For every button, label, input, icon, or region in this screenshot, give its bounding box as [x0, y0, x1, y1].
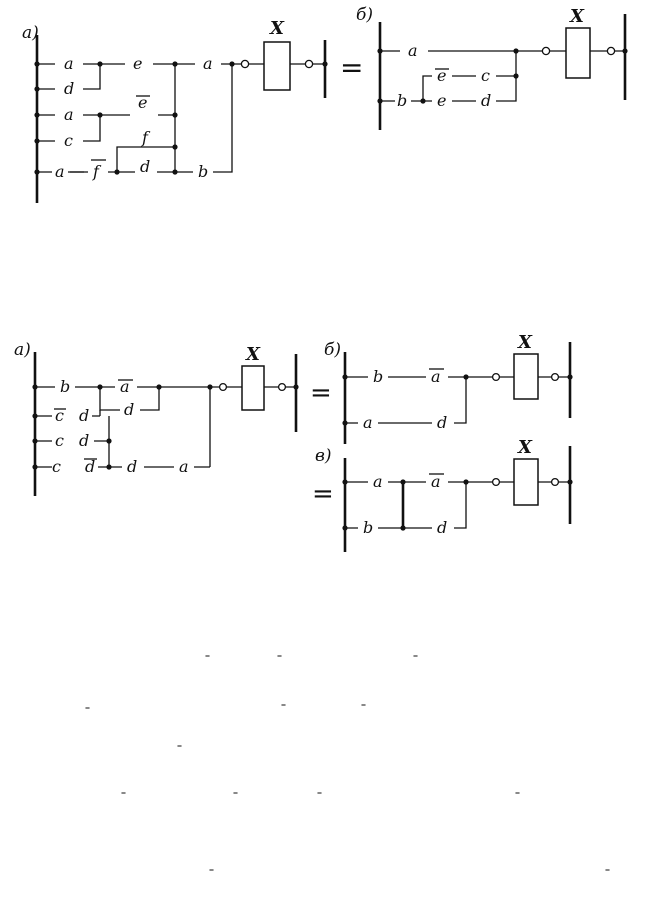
fig2c-equals: = [312, 479, 334, 509]
fig1a-contact-d: d [64, 79, 74, 98]
fig2a-contact-c3: c [52, 457, 61, 476]
overbar-2: ¯ [276, 654, 283, 670]
fig1a-f-wire [116, 146, 175, 172]
fig1a-contact-b: b [198, 162, 208, 181]
fig2-panel-a-tag: а) [14, 340, 31, 360]
overbar-10: ¯ [316, 791, 323, 807]
fig2c-contact-not-a: a [431, 472, 441, 491]
fig2-panel-c: в) = a a b d X [312, 437, 573, 552]
fig2-panel-c-tag: в) [315, 446, 332, 466]
fig1-panel-a: а) a e a d a e c f a f [22, 18, 328, 203]
fig2a-contact-d4: d [127, 457, 137, 476]
fig1b-output-label: X [569, 6, 585, 27]
fig2c-relay-coil [513, 458, 539, 506]
fig2a-output-label: X [245, 344, 261, 365]
fig1-panel-a-tag: а) [22, 23, 39, 43]
fig2-panel-b-tag: б) [324, 340, 341, 360]
fig2a-contact-a: a [179, 457, 189, 476]
fig1a-contact-a4: a [55, 162, 65, 181]
fig2b-output-label: X [517, 332, 533, 353]
fig2-panel-b: б) b a a d X [324, 332, 573, 444]
fig1b-contact-d: d [481, 91, 491, 110]
fig2b-contact-not-a: a [431, 367, 441, 386]
fig1a-contact-a3: a [64, 105, 74, 124]
fig2a-contact-not-a: a [120, 377, 130, 396]
fig1a-contact-a2: a [203, 54, 213, 73]
overbar-3: ¯ [412, 654, 419, 670]
overbar-8: ¯ [120, 791, 127, 807]
fig2a-contact-d1: d [124, 400, 134, 419]
fig2c-contact-d: d [437, 518, 447, 537]
fig1a-contact-a1: a [64, 54, 74, 73]
fig1a-contact-not-e: e [138, 93, 147, 112]
fig2a-contact-not-d: d [85, 457, 95, 476]
fig1-panel-b: б) a e c b e d X [356, 5, 628, 130]
fig1a-output-label: X [269, 18, 285, 39]
fig2c-contact-b: b [363, 518, 373, 537]
overbar-5: ¯ [280, 703, 287, 719]
overbar-12: ¯ [208, 868, 215, 884]
fig2a-relay-coil [241, 365, 265, 411]
fig1a-contact-d2: d [140, 157, 150, 176]
fig2a-contact-b: b [60, 377, 70, 396]
fig2b-relay-coil [513, 353, 539, 400]
fig2-panel-a: а) b a d c d c d c d d a [14, 340, 299, 496]
fig2a-contact-c2: c [55, 431, 64, 450]
fig1-panel-b-tag: б) [356, 5, 373, 25]
fig1-equals: = [340, 51, 363, 84]
overbar-13: ¯ [604, 868, 611, 884]
fig1a-contact-c: c [64, 131, 73, 150]
overbar-6: ¯ [360, 703, 367, 719]
fig1b-contact-b: b [397, 91, 407, 110]
fig2a-contact-d2: d [79, 406, 89, 425]
fig2c-output-label: X [517, 437, 533, 458]
fig1a-contact-not-f: f [92, 162, 102, 181]
fig2-equals: = [310, 378, 332, 408]
fig2a-contact-d3: d [79, 431, 89, 450]
overbar-4: ¯ [84, 706, 91, 722]
fig1a-relay-coil [263, 41, 291, 91]
fig2b-contact-a: a [363, 413, 373, 432]
fig1b-contact-not-e: e [437, 66, 446, 85]
fig1a-contact-f: f [141, 128, 151, 147]
fig1b-contact-e: e [437, 91, 446, 110]
fig2b-contact-b: b [373, 367, 383, 386]
text-overbar-marks: ¯ ¯ ¯ ¯ ¯ ¯ ¯ ¯ ¯ ¯ ¯ ¯ ¯ [84, 654, 611, 884]
fig1b-relay-coil [565, 27, 591, 79]
fig1b-contact-c: c [481, 66, 490, 85]
fig2c-contact-a: a [373, 472, 383, 491]
fig1b-contact-a: a [408, 41, 418, 60]
fig2b-contact-d: d [437, 413, 447, 432]
overbar-1: ¯ [204, 654, 211, 670]
overbar-9: ¯ [232, 791, 239, 807]
overbar-11: ¯ [514, 791, 521, 807]
fig1a-contact-e: e [133, 54, 142, 73]
overbar-7: ¯ [176, 744, 183, 760]
fig2a-contact-not-c: c [55, 406, 64, 425]
